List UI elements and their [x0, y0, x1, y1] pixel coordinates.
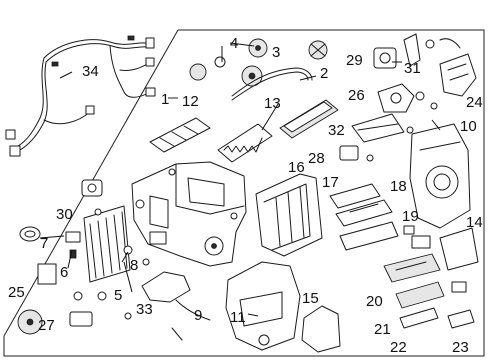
callout-16: 16 — [288, 159, 305, 176]
callout-19: 19 — [402, 208, 419, 225]
callout-2: 2 — [320, 65, 328, 82]
callout-labels: 1 2 3 4 5 6 7 8 9 10 11 12 13 14 15 16 1… — [8, 35, 483, 356]
blower-case-10 — [409, 123, 471, 229]
filter-part-2 — [279, 99, 339, 139]
fan-part-4 — [189, 38, 268, 81]
tray-part-22 — [399, 307, 439, 329]
callout-12: 12 — [182, 93, 199, 110]
callout-14: 14 — [466, 214, 483, 231]
callout-32: 32 — [328, 122, 345, 139]
callout-4: 4 — [230, 35, 238, 52]
callout-6: 6 — [60, 264, 68, 281]
actuator-part-30 — [81, 179, 103, 216]
actuator-part-26 — [377, 83, 415, 113]
tube-part-2 — [231, 67, 313, 101]
callout-15: 15 — [302, 290, 319, 307]
callout-20: 20 — [366, 293, 383, 310]
diagram-frame — [3, 29, 485, 357]
filter-panel-12 — [149, 117, 211, 153]
tray-part-20 — [383, 253, 441, 283]
lower-case-11 — [225, 261, 301, 351]
callout-22: 22 — [390, 339, 407, 356]
wiring-harness — [5, 35, 156, 157]
evaporator-housing-16 — [255, 173, 323, 257]
sensor-part-27 — [69, 291, 132, 327]
gasket-part-7 — [19, 226, 41, 242]
filter-part-13 — [217, 123, 273, 163]
callout-23: 23 — [452, 339, 469, 356]
callout-24: 24 — [466, 94, 483, 111]
callout-1: 1 — [161, 91, 169, 108]
callout-18: 18 — [390, 178, 407, 195]
callout-8: 8 — [130, 257, 138, 274]
callout-30: 30 — [56, 206, 73, 223]
hvac-case-left — [131, 161, 247, 267]
callout-17: 17 — [322, 174, 339, 191]
callout-3: 3 — [272, 44, 280, 61]
callout-33: 33 — [136, 301, 153, 318]
tray-part-21 — [395, 281, 445, 309]
callout-29: 29 — [346, 52, 363, 69]
motor-part-25 — [17, 263, 57, 335]
tray-part-23 — [447, 281, 475, 329]
callout-34: 34 — [82, 63, 99, 80]
leader-lines — [39, 42, 441, 317]
bracket-part-33 — [123, 245, 191, 303]
callout-5: 5 — [114, 287, 122, 304]
tray-part-18 — [335, 199, 393, 227]
linkage-part-32 — [351, 113, 405, 143]
callout-13: 13 — [264, 95, 281, 112]
tray-part-17 — [329, 183, 381, 209]
callout-9: 9 — [194, 307, 202, 324]
callout-26: 26 — [348, 87, 365, 104]
callout-31: 31 — [404, 60, 421, 77]
actuator-part-31 — [403, 33, 461, 67]
duct-part-24 — [406, 53, 477, 134]
callout-28: 28 — [308, 150, 325, 167]
callout-25: 25 — [8, 284, 25, 301]
actuator-part-29 — [373, 47, 397, 69]
callout-11: 11 — [230, 309, 246, 326]
callout-21: 21 — [374, 321, 391, 338]
bracket-part-28 — [339, 145, 374, 162]
fan-part-3 — [241, 40, 328, 87]
duct-part-15 — [301, 305, 341, 353]
rod-part-9 — [171, 299, 211, 341]
callout-27: 27 — [38, 317, 55, 334]
tray-part-19 — [339, 221, 415, 251]
callout-10: 10 — [460, 118, 477, 135]
heater-core-5 — [83, 205, 131, 283]
bracket-part-14 — [411, 227, 479, 271]
callout-7: 7 — [40, 235, 48, 252]
fitting-part-6 — [65, 231, 81, 259]
